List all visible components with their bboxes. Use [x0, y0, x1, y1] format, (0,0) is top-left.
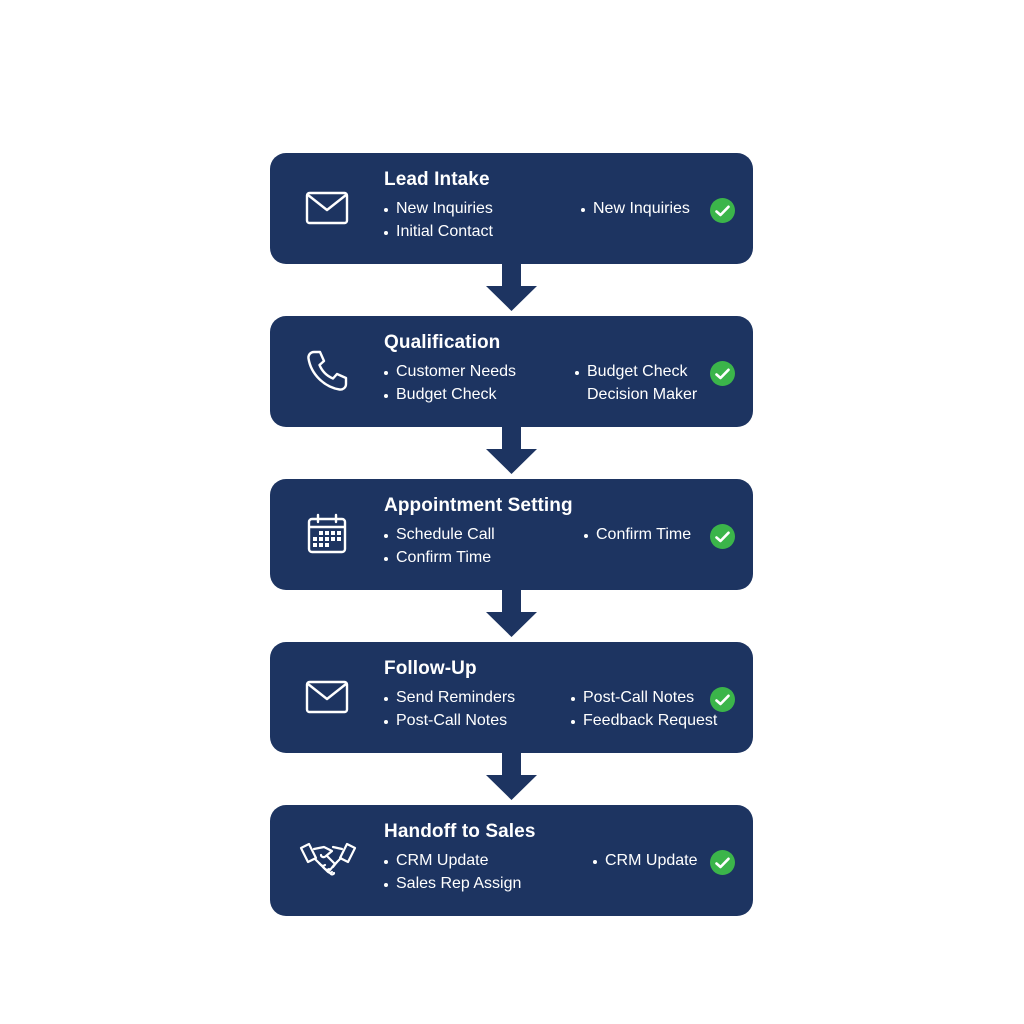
step-status-items: CRM Update [592, 850, 697, 873]
envelope-icon [304, 676, 350, 718]
step-item: Confirm Time [383, 547, 495, 570]
step-item: CRM Update [383, 850, 521, 873]
status-item: Post-Call Notes [570, 687, 717, 710]
step-items: Send Reminders Post-Call Notes [383, 687, 515, 732]
step-title: Qualification [384, 332, 501, 353]
checkmark-icon [710, 361, 735, 386]
step-item: New Inquiries [383, 198, 493, 221]
step-status-items: Confirm Time [583, 524, 691, 547]
status-item: Budget Check [574, 361, 697, 384]
step-title: Follow-Up [384, 658, 477, 679]
status-item: Feedback Request [570, 710, 717, 733]
step-handoff-to-sales: Handoff to Sales CRM Update Sales Rep As… [270, 805, 753, 916]
step-item: Initial Contact [383, 221, 493, 244]
step-item: Budget Check [383, 384, 516, 407]
step-lead-intake: Lead Intake New Inquiries Initial Contac… [270, 153, 753, 264]
step-item: Send Reminders [383, 687, 515, 710]
step-status-items: Budget Check Decision Maker [574, 361, 697, 406]
calendar-icon [304, 513, 350, 555]
step-appointment-setting: Appointment Setting Schedule Call Confir… [270, 479, 753, 590]
phone-icon [304, 350, 350, 392]
step-qualification: Qualification Customer Needs Budget Chec… [270, 316, 753, 427]
step-title: Lead Intake [384, 169, 490, 190]
step-follow-up: Follow-Up Send Reminders Post-Call Notes… [270, 642, 753, 753]
step-item: Post-Call Notes [383, 710, 515, 733]
down-arrow-icon [270, 264, 753, 316]
checkmark-icon [710, 198, 735, 223]
status-item: Confirm Time [583, 524, 691, 547]
step-items: New Inquiries Initial Contact [383, 198, 493, 243]
checkmark-icon [710, 850, 735, 875]
handshake-icon [298, 839, 358, 881]
status-item: New Inquiries [580, 198, 690, 221]
step-items: CRM Update Sales Rep Assign [383, 850, 521, 895]
step-items: Customer Needs Budget Check [383, 361, 516, 406]
down-arrow-icon [270, 590, 753, 642]
status-item: Decision Maker [587, 385, 698, 403]
step-items: Schedule Call Confirm Time [383, 524, 495, 569]
process-flow: Lead Intake New Inquiries Initial Contac… [270, 153, 753, 916]
step-status-items: Post-Call Notes Feedback Request [570, 687, 717, 732]
down-arrow-icon [270, 753, 753, 805]
step-title: Handoff to Sales [384, 821, 536, 842]
step-status-items: New Inquiries [580, 198, 690, 221]
checkmark-icon [710, 524, 735, 549]
step-title: Appointment Setting [384, 495, 573, 516]
step-item: Sales Rep Assign [383, 873, 521, 896]
step-item: Schedule Call [383, 524, 495, 547]
checkmark-icon [710, 687, 735, 712]
down-arrow-icon [270, 427, 753, 479]
envelope-icon [304, 187, 350, 229]
status-item: CRM Update [592, 850, 697, 873]
step-item: Customer Needs [383, 361, 516, 384]
